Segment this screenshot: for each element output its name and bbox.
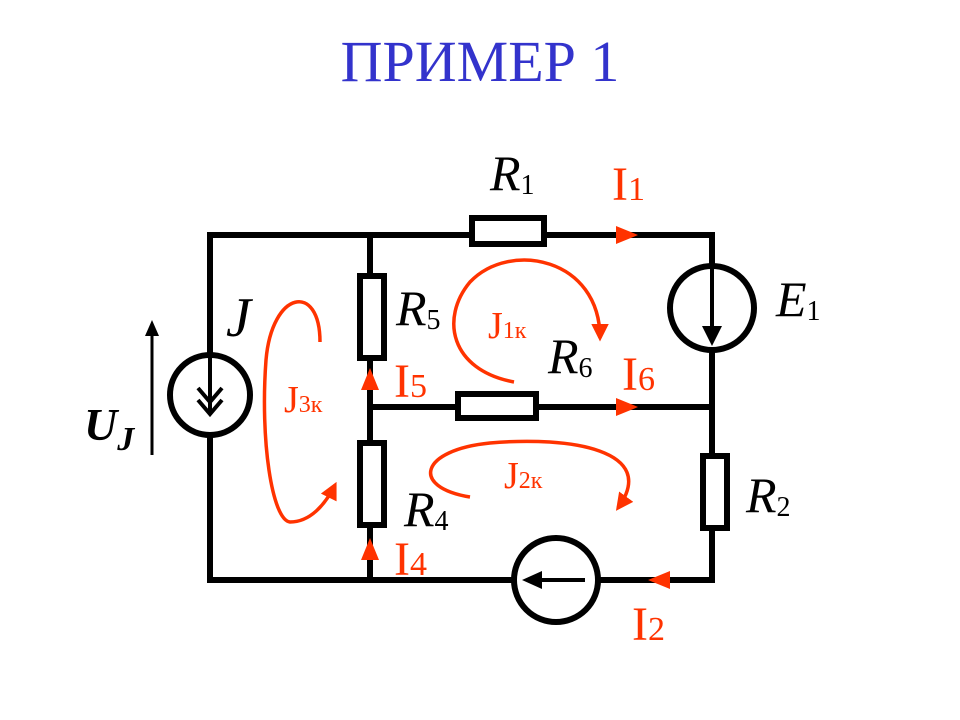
- resistor-r4: [357, 440, 387, 528]
- current-source-j: [167, 352, 253, 438]
- voltage-arrow-uj: [145, 320, 159, 455]
- label-j1k: J1к: [488, 305, 527, 347]
- label-j3k: J3к: [284, 379, 323, 421]
- label-j: J: [226, 287, 254, 349]
- current-arrow-i4: [361, 538, 379, 560]
- current-arrow-i5: [361, 368, 379, 390]
- resistor-r6: [455, 391, 539, 421]
- emf-e1: [667, 263, 757, 353]
- label-r6: R6: [547, 328, 593, 384]
- emf-e2: [511, 535, 601, 625]
- label-i4: I4: [394, 533, 427, 586]
- resistor-r5: [357, 273, 387, 361]
- label-uj: UJ: [84, 399, 135, 458]
- loop-arrow-j2k: [428, 439, 634, 511]
- loop-arrow-j1k: [452, 258, 609, 384]
- label-j2k: J2к: [504, 455, 543, 497]
- resistor-r1: [469, 215, 547, 247]
- current-arrow-i2: [648, 571, 670, 589]
- label-i6: I6: [622, 348, 655, 401]
- label-i2: I2: [632, 598, 665, 651]
- label-r1: R1: [489, 145, 535, 201]
- resistor-r2: [700, 453, 730, 531]
- page-title: ПРИМЕР 1: [340, 29, 620, 94]
- loop-arrow-j3k: [262, 300, 337, 524]
- label-r5: R5: [395, 280, 441, 336]
- label-i5: I5: [394, 355, 427, 408]
- label-r4: R4: [403, 481, 449, 537]
- label-r2: R2: [745, 467, 791, 523]
- label-e1: E1: [775, 271, 821, 327]
- current-arrow-i6: [616, 398, 638, 416]
- label-i1: I1: [612, 158, 645, 211]
- current-arrow-i1: [616, 226, 638, 244]
